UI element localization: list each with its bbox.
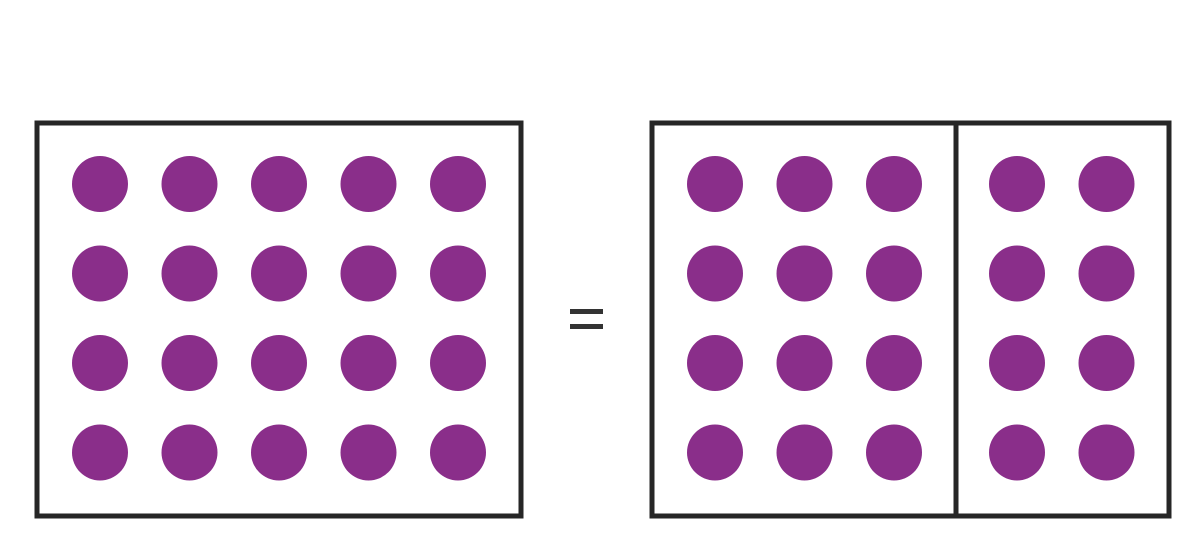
left-array-dot-r2-c5 <box>430 245 486 302</box>
left-array-dots <box>72 156 486 481</box>
right-array-right-part-dot-r4-c2 <box>1078 424 1135 481</box>
right-array-right-part-dot-r3-c1 <box>989 335 1045 391</box>
right-array-right-part-dot-r4-c1 <box>989 424 1045 481</box>
left-array-dot-r3-c1 <box>72 335 128 391</box>
equals-bar-top <box>570 309 603 314</box>
equals-sign <box>570 309 603 329</box>
right-array-left-part-dot-r3-c2 <box>776 335 833 391</box>
left-array-frame <box>34 120 524 519</box>
left-array-dot-r2-c1 <box>72 245 128 302</box>
left-array-dot-r1-c1 <box>72 156 128 212</box>
right-array-left-part-dot-r1-c1 <box>687 156 743 212</box>
right-array-left-part-dot-r4-c3 <box>866 424 922 481</box>
left-array-dot-r2-c4 <box>340 245 397 302</box>
right-array-left-part-dot-r2-c2 <box>776 245 833 302</box>
right-array-left-part-dot-r1-c3 <box>866 156 922 212</box>
right-array-right-part-dot-r1-c2 <box>1078 156 1135 212</box>
left-array-dot-r1-c2 <box>161 156 218 212</box>
right-array-left-part-dot-r4-c1 <box>687 424 743 481</box>
right-array-right-part-dots <box>989 156 1135 481</box>
left-array-dot-r4-c3 <box>251 424 307 481</box>
right-array-right-part-dot-r2-c2 <box>1078 245 1135 302</box>
left-array-dot-r3-c2 <box>161 335 218 391</box>
left-array-dot-r3-c3 <box>251 335 307 391</box>
right-array-left-part-dot-r1-c2 <box>776 156 833 212</box>
left-array-dot-r2-c3 <box>251 245 307 302</box>
equals-bar-bottom <box>570 324 603 329</box>
right-array-right-part-dot-r3-c2 <box>1078 335 1135 391</box>
right-array-frame <box>649 120 1172 519</box>
right-array-left-part-dot-r3-c1 <box>687 335 743 391</box>
right-array-left-part-dot-r3-c3 <box>866 335 922 391</box>
left-array-dot-r3-c4 <box>340 335 397 391</box>
left-array-dot-r1-c4 <box>340 156 397 212</box>
right-array-left-part-dot-r2-c3 <box>866 245 922 302</box>
left-array-dot-r4-c1 <box>72 424 128 481</box>
left-array-dot-r1-c3 <box>251 156 307 212</box>
left-array-dot-r2-c2 <box>161 245 218 302</box>
left-array-dot-r3-c5 <box>430 335 486 391</box>
left-array-dot-r4-c4 <box>340 424 397 481</box>
left-array-dot-r4-c2 <box>161 424 218 481</box>
right-array-left-part-dots <box>687 156 922 481</box>
left-array-dot-r1-c5 <box>430 156 486 212</box>
right-array-right-part-dot-r1-c1 <box>989 156 1045 212</box>
right-array-right-part-dot-r2-c1 <box>989 245 1045 302</box>
left-array-dot-r4-c5 <box>430 424 486 481</box>
right-array-left-part-dot-r2-c1 <box>687 245 743 302</box>
right-array-left-part-dot-r4-c2 <box>776 424 833 481</box>
